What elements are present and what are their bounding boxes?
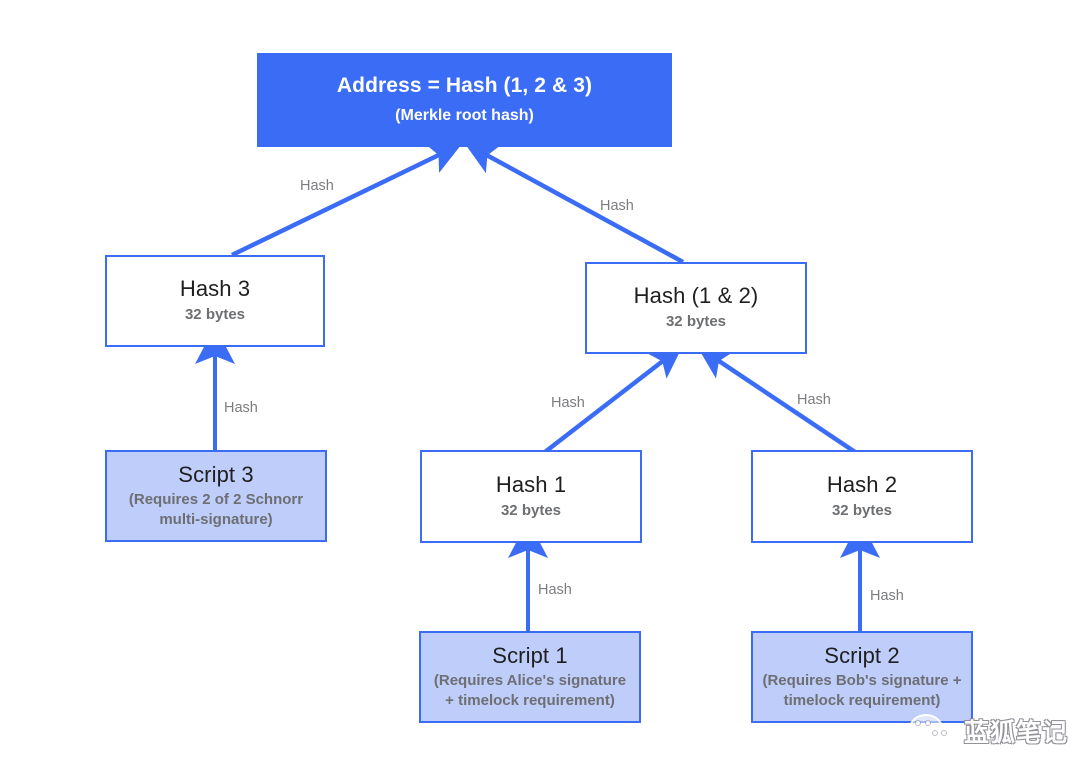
edge-hash12-to-root: [464, 142, 685, 264]
node-hash1-title: Hash 1: [495, 471, 567, 497]
node-root-address[interactable]: Address = Hash (1, 2 & 3) (Merkle root h…: [257, 53, 672, 147]
watermark-text: 蓝狐笔记: [963, 718, 1068, 747]
node-script1-title: Script 1: [492, 642, 568, 668]
edge-hash3-to-root: [231, 143, 463, 258]
node-hash1-subtitle: 32 bytes: [500, 501, 562, 519]
wechat-icon: [908, 714, 955, 749]
node-script2[interactable]: Script 2 (Requires Bob's signature + tim…: [751, 631, 973, 723]
node-script3-title: Script 3: [178, 461, 254, 487]
edge-label-hash2-to-hash12: Hash: [797, 392, 831, 408]
node-script3[interactable]: Script 3 (Requires 2 of 2 Schnorr multi-…: [105, 450, 327, 542]
node-root-title: Address = Hash (1, 2 & 3): [336, 73, 593, 97]
edge-label-script2-to-hash2: Hash: [870, 588, 904, 604]
node-hash2-subtitle: 32 bytes: [831, 501, 893, 519]
node-script3-subtitle: (Requires 2 of 2 Schnorr multi-signature…: [128, 490, 304, 528]
node-hash3-subtitle: 32 bytes: [184, 306, 246, 324]
node-hash12-title: Hash (1 & 2): [633, 283, 759, 309]
edge-label-hash1-to-hash12: Hash: [551, 395, 585, 411]
node-script2-title: Script 2: [824, 642, 900, 668]
watermark: 蓝狐笔记: [908, 713, 1068, 749]
edge-label-hash3-to-root: Hash: [300, 178, 334, 194]
node-hash2[interactable]: Hash 2 32 bytes: [751, 450, 973, 543]
node-script1-subtitle: (Requires Alice's signature + timelock r…: [433, 671, 627, 709]
node-hash3[interactable]: Hash 3 32 bytes: [105, 255, 325, 347]
edge-label-hash12-to-root: Hash: [600, 198, 634, 214]
node-hash2-title: Hash 2: [826, 471, 898, 497]
edge-hash2-to-hash12: [697, 346, 857, 454]
edge-label-script1-to-hash1: Hash: [538, 582, 572, 598]
node-hash1[interactable]: Hash 1 32 bytes: [420, 450, 642, 543]
node-root-subtitle: (Merkle root hash): [395, 106, 534, 124]
node-hash12-subtitle: 32 bytes: [665, 313, 727, 331]
node-hash12[interactable]: Hash (1 & 2) 32 bytes: [585, 262, 807, 354]
node-script1[interactable]: Script 1 (Requires Alice's signature + t…: [419, 631, 641, 723]
node-hash3-title: Hash 3: [179, 276, 251, 302]
edge-label-script3-to-hash3: Hash: [224, 400, 258, 416]
node-script2-subtitle: (Requires Bob's signature + timelock req…: [762, 671, 962, 709]
